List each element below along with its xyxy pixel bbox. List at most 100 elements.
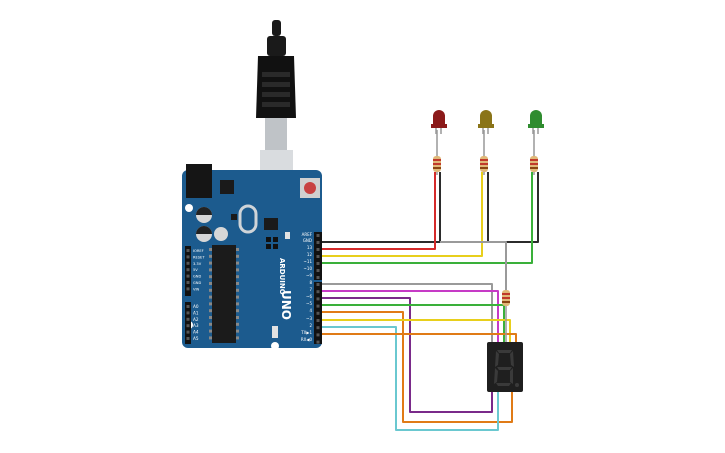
digital-pin[interactable]: [316, 269, 320, 272]
digital-pin-label: ~5: [306, 301, 312, 306]
digital-pin[interactable]: [316, 333, 320, 337]
chip-pin: [236, 295, 239, 299]
digital-pin-label: AREF: [302, 232, 313, 237]
power-pin-label: 3.3V: [193, 262, 202, 266]
resistor-green[interactable]: [530, 130, 538, 175]
wire-gnd-green[interactable]: [488, 172, 539, 243]
analog-pin-label: A0: [193, 304, 199, 309]
analog-pin-label: A3: [193, 323, 199, 328]
chip-pin: [209, 295, 212, 299]
wire-pin3-yellow[interactable]: [322, 319, 511, 342]
power-pin-label: GND: [193, 281, 201, 285]
atmega-chip: [212, 245, 236, 343]
digital-pin-label: ~9: [306, 273, 312, 278]
display-segments: [494, 350, 519, 387]
chip-pin: [236, 336, 239, 340]
seven-segment-display[interactable]: [487, 342, 523, 392]
chip-pin: [209, 282, 212, 285]
analog-pin[interactable]: [186, 311, 190, 315]
led-red[interactable]: [431, 110, 447, 134]
wire-pin8-gray[interactable]: [322, 283, 493, 342]
digital-pin-label: GND: [303, 238, 312, 243]
chip-pin: [209, 302, 212, 306]
analog-pin-label: A1: [193, 310, 199, 315]
power-pin-label: VIN: [193, 287, 200, 291]
digital-pin[interactable]: [316, 262, 320, 265]
wire-pin11-green[interactable]: [322, 172, 533, 264]
digital-pin[interactable]: [316, 283, 320, 286]
digital-pin[interactable]: [316, 319, 320, 322]
chip-pin: [209, 329, 212, 333]
chip-pin: [209, 268, 212, 272]
chip-pin: [236, 261, 239, 265]
chip-pin: [236, 309, 239, 313]
wire-pin13-red[interactable]: [322, 172, 436, 250]
usb-cable[interactable]: [256, 20, 296, 194]
power-pin-label: 5V: [193, 268, 198, 272]
digital-pin[interactable]: [316, 248, 320, 251]
digital-pin[interactable]: [316, 290, 320, 294]
power-pin[interactable]: [186, 255, 190, 259]
led-yellow[interactable]: [478, 110, 494, 134]
wire-pin12-yellow[interactable]: [322, 172, 483, 257]
board-brand: ARDUINO: [278, 258, 286, 295]
chip-pin: [209, 322, 212, 326]
analog-pin[interactable]: [186, 324, 190, 328]
wire-gnd-yellow[interactable]: [440, 172, 489, 243]
digital-pin-label: ~3: [306, 316, 312, 321]
digital-pin-label: 8: [309, 280, 312, 285]
digital-pin-label: ~11: [304, 259, 313, 264]
resistor-display[interactable]: [502, 290, 510, 342]
resistor-red[interactable]: [433, 130, 441, 175]
digital-pin[interactable]: [316, 241, 320, 244]
analog-header: [185, 302, 191, 344]
chip-pin: [209, 248, 212, 251]
power-pin[interactable]: [186, 274, 190, 278]
wire-gnd-display[interactable]: [440, 241, 507, 290]
digital-pin-label: ~6: [306, 294, 312, 299]
power-pin[interactable]: [186, 249, 190, 252]
digital-pin[interactable]: [316, 234, 320, 237]
power-pin[interactable]: [186, 287, 190, 291]
power-pin[interactable]: [186, 261, 190, 265]
wire-pin4-orange[interactable]: [322, 311, 513, 423]
wire-pin5-green[interactable]: [322, 304, 505, 342]
digital-pin[interactable]: [316, 340, 320, 344]
digital-pin-label: 7: [309, 287, 312, 292]
chip-pin: [236, 254, 239, 258]
chip-pin: [209, 309, 212, 313]
analog-pin-label: A4: [193, 330, 199, 335]
analog-pin[interactable]: [186, 305, 190, 308]
digital-pin[interactable]: [316, 276, 320, 279]
digital-pin-label: 12: [307, 252, 313, 257]
digital-pin[interactable]: [316, 326, 320, 330]
wire-pin7-magenta[interactable]: [322, 290, 499, 342]
led-green[interactable]: [528, 110, 544, 134]
chip-pin: [209, 261, 212, 265]
wire-pin2-cyan[interactable]: [322, 326, 499, 431]
resistor-yellow[interactable]: [480, 130, 488, 175]
wire-group: [322, 172, 539, 431]
analog-pin[interactable]: [186, 337, 190, 340]
digital-pin[interactable]: [316, 297, 320, 301]
chip-pin: [236, 282, 239, 285]
wire-pin6-purple[interactable]: [322, 297, 493, 413]
power-pin-label: RESET: [193, 255, 205, 259]
power-jack: [186, 164, 212, 198]
digital-pin-label: 2: [309, 323, 312, 328]
analog-pin[interactable]: [186, 317, 190, 321]
digital-pin[interactable]: [316, 255, 320, 258]
digital-pin[interactable]: [316, 311, 320, 315]
digital-pin-label: RX◀0: [301, 337, 313, 342]
digital-pin-label: 4: [309, 308, 312, 313]
power-pin[interactable]: [186, 281, 190, 284]
wire-pin1-orange[interactable]: [322, 333, 517, 342]
power-pin[interactable]: [186, 268, 190, 272]
analog-pin[interactable]: [186, 330, 190, 334]
digital-pin[interactable]: [316, 304, 320, 308]
wire-gnd-bus[interactable]: [322, 172, 441, 243]
